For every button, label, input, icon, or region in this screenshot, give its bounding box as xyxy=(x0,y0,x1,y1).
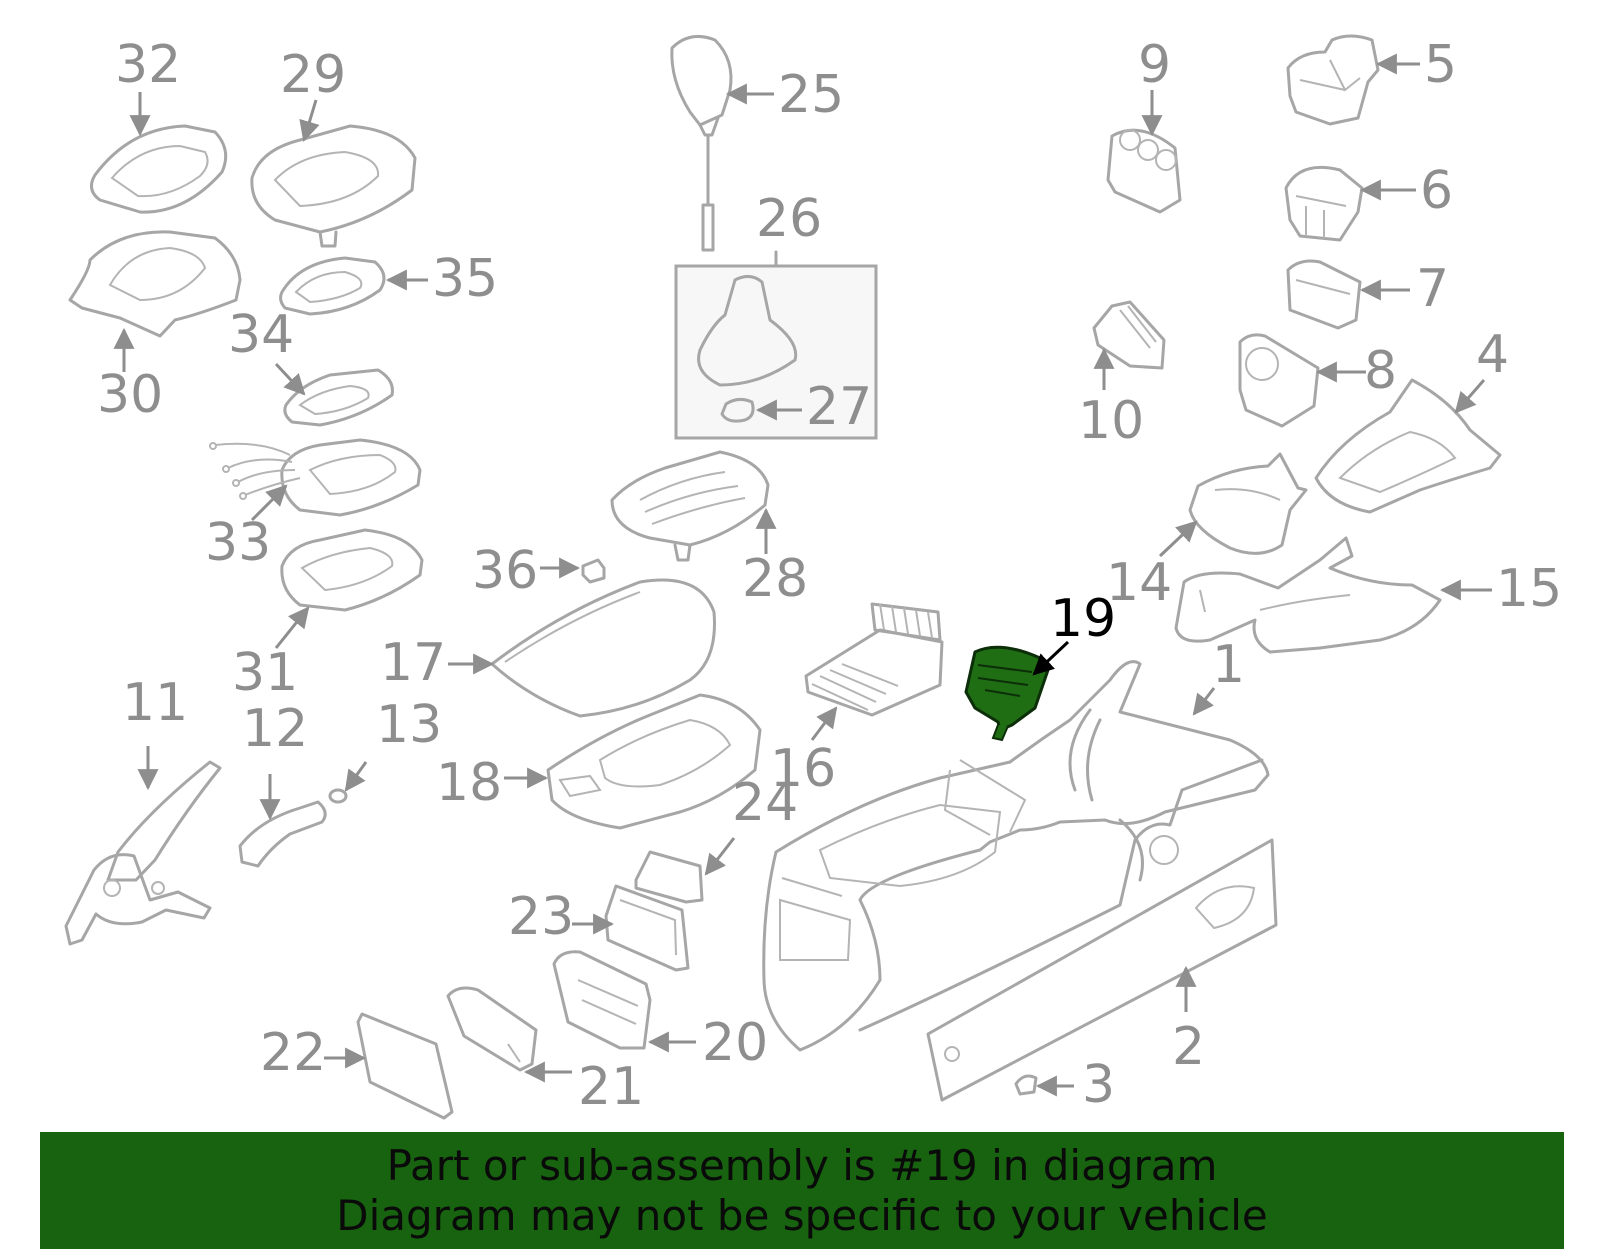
label-part-15: 15 xyxy=(1496,559,1562,619)
part-7-shape xyxy=(1286,259,1362,330)
part-8-shape xyxy=(1238,333,1320,428)
label-part-21: 21 xyxy=(578,1057,644,1117)
part-6-shape xyxy=(1284,165,1364,242)
label-part-30: 30 xyxy=(97,365,163,425)
part-13-shape xyxy=(328,788,348,804)
label-part-27: 27 xyxy=(806,377,872,437)
part-16-shape xyxy=(804,602,944,717)
info-banner: Part or sub-assembly is #19 in diagram D… xyxy=(40,1132,1564,1249)
label-part-35: 35 xyxy=(432,249,498,309)
label-part-24: 24 xyxy=(732,773,798,833)
part-18-shape xyxy=(546,693,762,830)
label-part-1: 1 xyxy=(1212,635,1245,695)
label-part-31: 31 xyxy=(232,643,298,703)
label-part-22: 22 xyxy=(260,1023,326,1083)
label-part-11: 11 xyxy=(122,673,188,733)
part-34-shape xyxy=(283,368,394,427)
label-part-26: 26 xyxy=(756,189,822,249)
label-part-28: 28 xyxy=(742,549,808,609)
part-17-shape xyxy=(490,578,716,718)
part-4-shape xyxy=(1314,378,1502,514)
label-part-8: 8 xyxy=(1364,341,1397,401)
label-part-5: 5 xyxy=(1424,35,1457,95)
label-part-32: 32 xyxy=(115,35,181,95)
banner-line-1: Part or sub-assembly is #19 in diagram xyxy=(386,1140,1218,1190)
label-part-2: 2 xyxy=(1172,1017,1205,1077)
label-part-14: 14 xyxy=(1106,553,1172,613)
part-32-shape xyxy=(89,124,228,214)
part-35-shape xyxy=(279,256,386,316)
label-part-25: 25 xyxy=(778,65,844,125)
label-part-34: 34 xyxy=(228,305,294,365)
part-28-shape xyxy=(610,450,770,562)
part-36-shape xyxy=(581,558,606,584)
part-29-shape xyxy=(250,124,417,248)
label-part-13: 13 xyxy=(376,695,442,755)
part-5-shape xyxy=(1286,34,1380,126)
part-19-highlighted xyxy=(964,645,1050,742)
part-20-shape xyxy=(552,950,652,1050)
part-23-shape xyxy=(604,884,690,972)
part-30-shape xyxy=(68,230,242,338)
part-31-shape xyxy=(280,528,424,612)
label-part-9: 9 xyxy=(1138,35,1171,95)
part-22-shape xyxy=(356,1012,454,1120)
part-3-shape xyxy=(1014,1074,1038,1096)
label-part-36: 36 xyxy=(472,541,538,601)
label-part-19: 19 xyxy=(1050,589,1116,649)
label-part-18: 18 xyxy=(436,753,502,813)
part-2-shape xyxy=(926,838,1278,1102)
part-25-shape xyxy=(670,34,733,252)
part-14-shape xyxy=(1188,452,1308,555)
part-24-shape xyxy=(634,850,704,904)
label-part-7: 7 xyxy=(1416,259,1449,319)
part-33-shape xyxy=(209,438,422,517)
banner-line-2: Diagram may not be specific to your vehi… xyxy=(336,1190,1268,1240)
label-part-20: 20 xyxy=(702,1013,768,1073)
part-11-shape xyxy=(64,760,222,946)
label-part-23: 23 xyxy=(508,887,574,947)
label-part-16: 16 xyxy=(770,739,836,799)
label-part-17: 17 xyxy=(380,633,446,693)
part-12-shape xyxy=(238,800,327,868)
part-1-shape xyxy=(762,660,1270,1052)
part-21-shape xyxy=(446,986,538,1072)
label-part-10: 10 xyxy=(1078,391,1144,451)
label-part-4: 4 xyxy=(1476,325,1509,385)
label-part-33: 33 xyxy=(205,513,271,573)
label-part-3: 3 xyxy=(1082,1055,1115,1115)
label-part-29: 29 xyxy=(280,45,346,105)
label-part-6: 6 xyxy=(1420,161,1453,221)
part-15-shape xyxy=(1174,536,1442,654)
label-part-12: 12 xyxy=(242,699,308,759)
part-9-shape xyxy=(1106,128,1182,214)
